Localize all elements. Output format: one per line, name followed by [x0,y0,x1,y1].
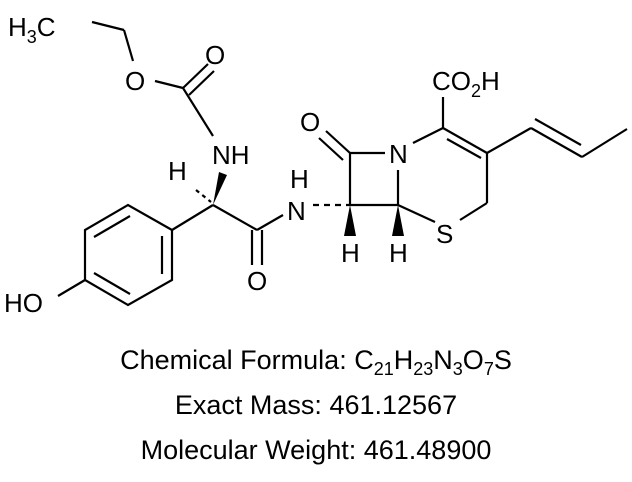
dihydrothiazine-ring: S CO2H [397,66,500,249]
carbamate-nh-label: NH [212,140,250,170]
ethoxycarbonyl-group: H3C O O NH [8,12,250,170]
alpha-h-label: H [168,156,187,186]
amide-linkage: O H N [212,164,350,296]
chemical-formula-line: Chemical Formula: C21H23N3O7S [0,343,632,379]
lactam-n-label: N [389,139,408,169]
alpha-carbon-center: H [168,156,227,205]
amide-oxygen-label: O [247,266,267,296]
h7-label: H [341,238,360,268]
sulfur-label: S [436,219,453,249]
ester-oxygen-label: O [125,66,145,96]
chemical-structure: H3C O O NH H HO O H N [4,12,628,318]
exact-mass-value: 461.12567 [329,390,458,420]
methyl-label: H3C [8,12,56,47]
h6-label: H [389,238,408,268]
molecular-weight-line: Molecular Weight: 461.48900 [0,433,632,467]
propenyl-chain [486,118,628,158]
amide-h-label: H [290,164,309,194]
phenol-label: HO [4,288,43,318]
carboxylic-acid-label: CO2H [432,66,500,101]
amide-n-label: N [287,196,306,226]
lactam-oxygen-label: O [300,107,320,137]
carbamate-carbonyl-oxygen-label: O [205,40,225,70]
molecular-weight-label: Molecular Weight: [140,435,357,465]
exact-mass-line: Exact Mass: 461.12567 [0,388,632,422]
molecular-weight-value: 461.48900 [363,435,492,465]
hydroxyphenyl-ring: HO [4,203,214,318]
beta-lactam-ring: O N H H [300,107,408,268]
exact-mass-label: Exact Mass: [174,390,322,420]
formula-label: Chemical Formula: [120,345,347,375]
formula-value: C21H23N3O7S [354,345,512,379]
